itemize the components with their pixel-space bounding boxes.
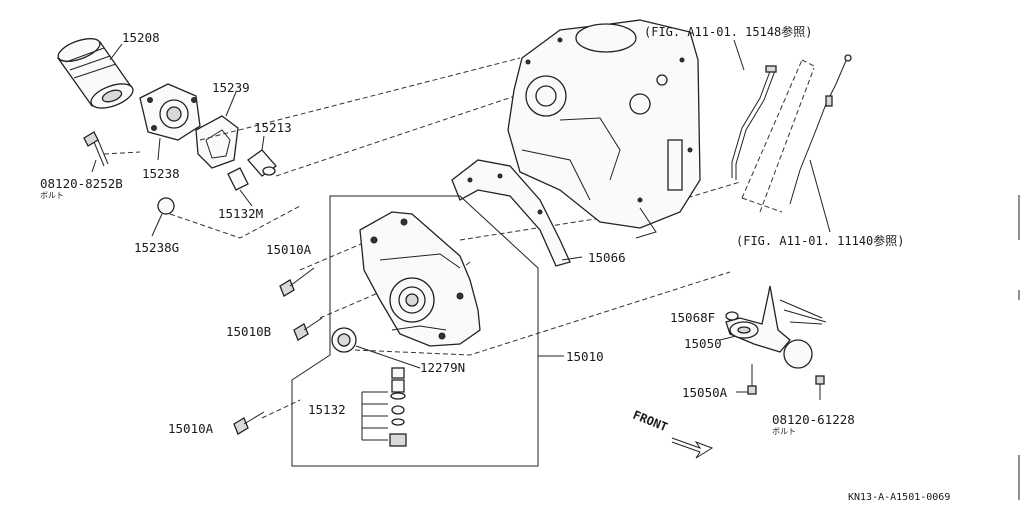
label-15050: 15050	[684, 336, 722, 351]
label-bolt-kana-1: ボルト	[40, 191, 64, 200]
pressure-relief-parts-15132	[389, 367, 407, 447]
label-15132: 15132	[308, 402, 346, 417]
bolt-08120-8252B	[83, 131, 109, 167]
label-12279N: 12279N	[420, 360, 465, 375]
bolt-08120-61228	[815, 375, 825, 400]
gasket-15068F	[725, 311, 739, 321]
reference-note-11140: (FIG. A11-01. 11140参照)	[736, 233, 905, 248]
seal-15238G	[157, 197, 175, 215]
label-15213: 15213	[254, 120, 292, 135]
gasket-15066	[451, 159, 571, 267]
engine-block	[507, 19, 701, 239]
label-15010B: 15010B	[226, 324, 271, 339]
front-label: FRONT	[631, 408, 670, 435]
bolt-15010A-bottom	[233, 411, 265, 435]
dipstick-guide	[731, 65, 777, 180]
label-15010A-top: 15010A	[266, 242, 312, 257]
bolt-15050A	[747, 364, 757, 395]
valve-15213	[247, 149, 277, 177]
label-15132M: 15132M	[218, 206, 263, 221]
label-bolt-kana-2: ボルト	[772, 427, 796, 436]
oil-pump-callout-box	[291, 195, 539, 467]
label-15238: 15238	[142, 166, 180, 181]
label-15068F: 15068F	[670, 310, 715, 325]
label-bolt-08120-8252B: 08120-8252B	[40, 176, 123, 191]
filter-bracket-15238	[139, 83, 201, 141]
bolt-15010A-top	[279, 267, 315, 297]
plug-15132M	[227, 167, 249, 191]
front-arrow-icon	[671, 437, 714, 459]
oil-pump-body	[359, 211, 481, 347]
label-15239: 15239	[212, 80, 250, 95]
diagram-code: KN13-A-A1501-0069	[848, 492, 950, 503]
dipstick	[789, 54, 852, 205]
label-15050A: 15050A	[682, 385, 728, 400]
gasket-15239	[195, 115, 239, 169]
oil-strainer-15050	[725, 285, 827, 369]
label-bolt-08120-61228: 08120-61228	[772, 412, 855, 427]
label-15066: 15066	[588, 250, 626, 265]
oil-filter-15208	[56, 38, 134, 109]
bolt-15010B	[293, 317, 323, 341]
label-15010: 15010	[566, 349, 604, 364]
label-15208: 15208	[122, 30, 160, 45]
label-15010A-bottom: 15010A	[168, 421, 214, 436]
oil-seal-12279N	[331, 327, 357, 353]
dipstick-dashed-box	[741, 59, 815, 213]
reference-note-15148: (FIG. A11-01. 15148参照)	[644, 24, 813, 39]
label-15238G: 15238G	[134, 240, 179, 255]
